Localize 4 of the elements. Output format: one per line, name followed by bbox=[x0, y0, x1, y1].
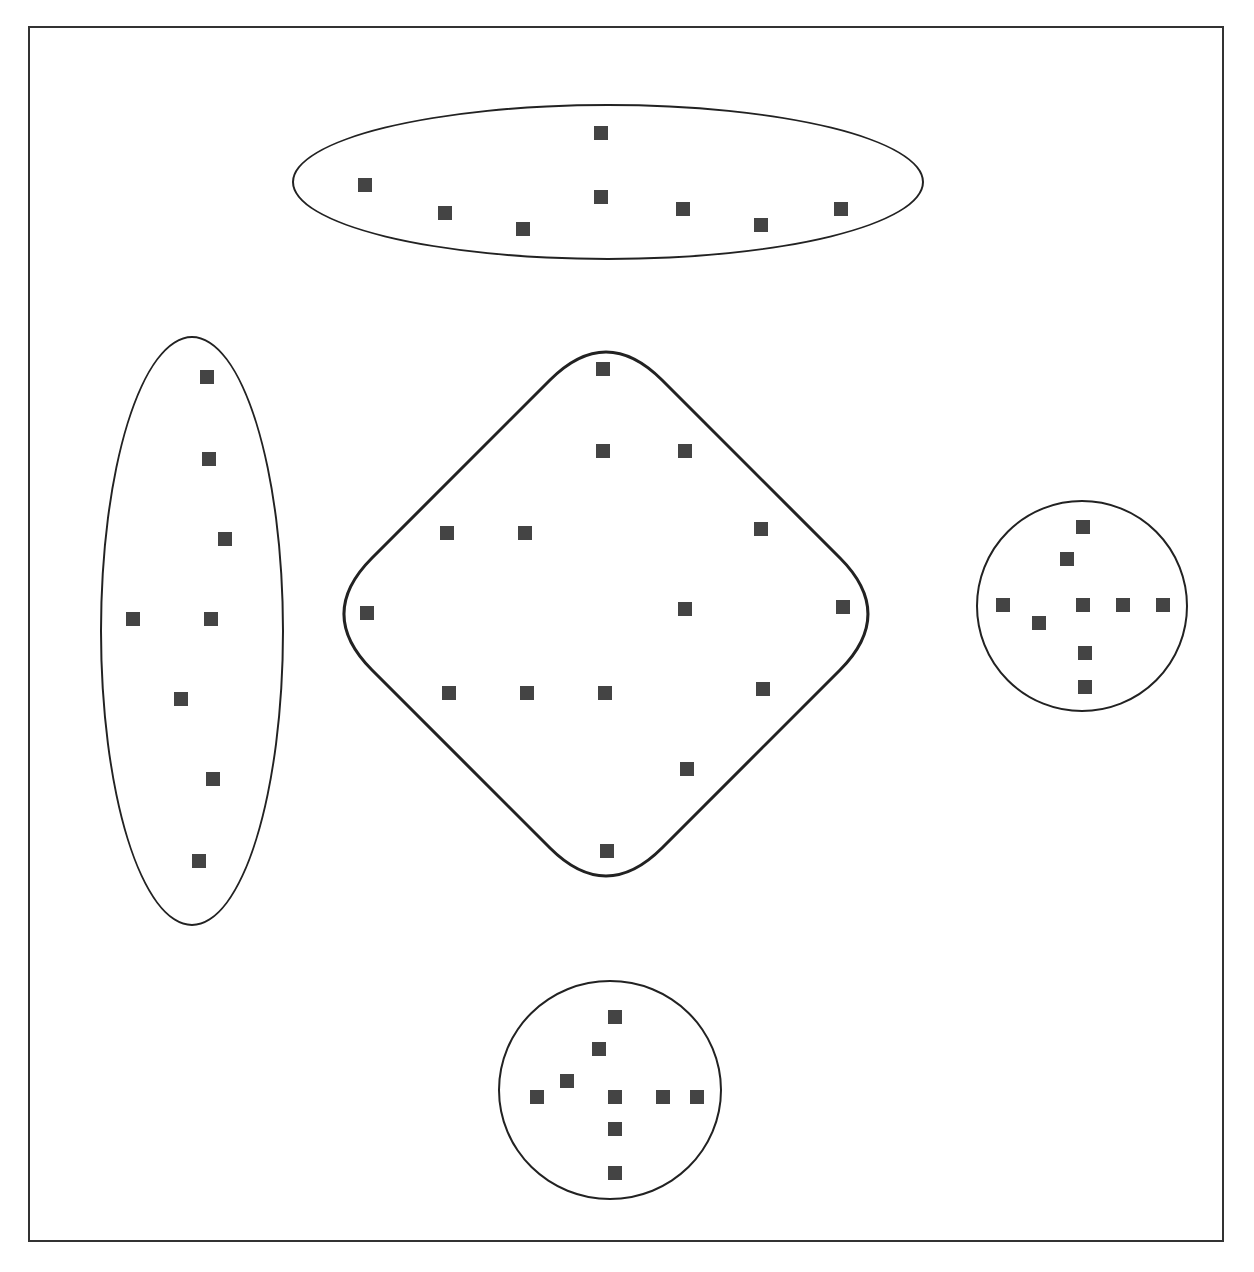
ellipse-outline bbox=[100, 336, 284, 926]
circle-outline bbox=[498, 980, 722, 1200]
ellipse-outline bbox=[292, 104, 924, 260]
circle-outline bbox=[976, 500, 1188, 712]
